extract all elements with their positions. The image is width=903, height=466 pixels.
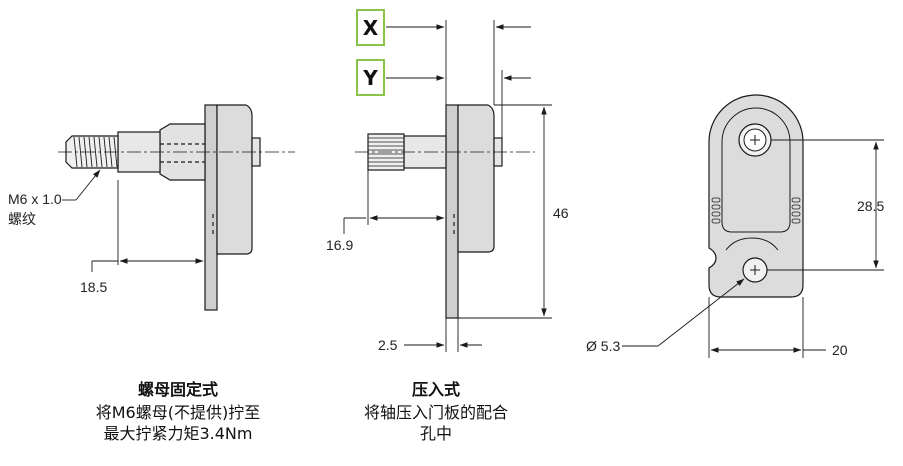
height-dimension [458,104,552,319]
y-box [356,59,385,96]
housing-press [457,104,495,253]
hole-centers [750,135,760,275]
nut-fixed-line2: 最大拧紧力矩3.4Nm [103,424,253,443]
back-plate [708,94,804,298]
press-depth-dimension [343,170,445,234]
hole-dia-label: Ø 5.3 [586,338,620,354]
nut-fixed-line1: 将M6螺母(不提供)拧至 [95,403,261,422]
x-box [356,9,385,46]
press-in-line2: 孔中 [419,424,452,443]
lower-recess [725,237,779,251]
y-box-label: Y [362,66,378,90]
nut-depth-dimension [91,180,204,272]
thread-cn-label: 螺纹 [8,211,36,227]
width-dimension [708,297,826,358]
hole-spacing-label: 28.5 [857,198,884,214]
hole-spacing-dimension [767,139,884,271]
hole-dia-leader [622,278,745,347]
height-label: 46 [553,205,569,221]
door-panel-press [445,104,459,319]
press-in-view [367,104,503,319]
thickness-dimension [404,318,482,352]
press-in-title: 压入式 [411,380,460,399]
nut-depth-label: 18.5 [80,279,107,295]
door-panel [204,104,218,311]
housing [216,104,253,255]
back-view [708,94,804,298]
thickness-label: 2.5 [378,337,398,353]
knurl-lines [368,137,404,167]
recess-outline [721,107,791,233]
thread-callout [62,169,101,201]
xy-dimension-leaders [386,20,531,138]
width-label: 20 [832,342,848,358]
nut-fixed-caption: 螺母固定式 将M6螺母(不提供)拧至 最大拧紧力矩3.4Nm [48,378,308,444]
press-in-caption: 压入式 将轴压入门板的配合 孔中 [306,378,566,444]
thread-spec-label: M6 x 1.0 [8,191,62,207]
press-in-line1: 将轴压入门板的配合 [363,403,508,422]
press-depth-label: 16.9 [326,237,353,253]
x-box-label: X [363,16,379,40]
nut-fixed-title: 螺母固定式 [137,380,218,399]
slot-marks [711,197,801,224]
